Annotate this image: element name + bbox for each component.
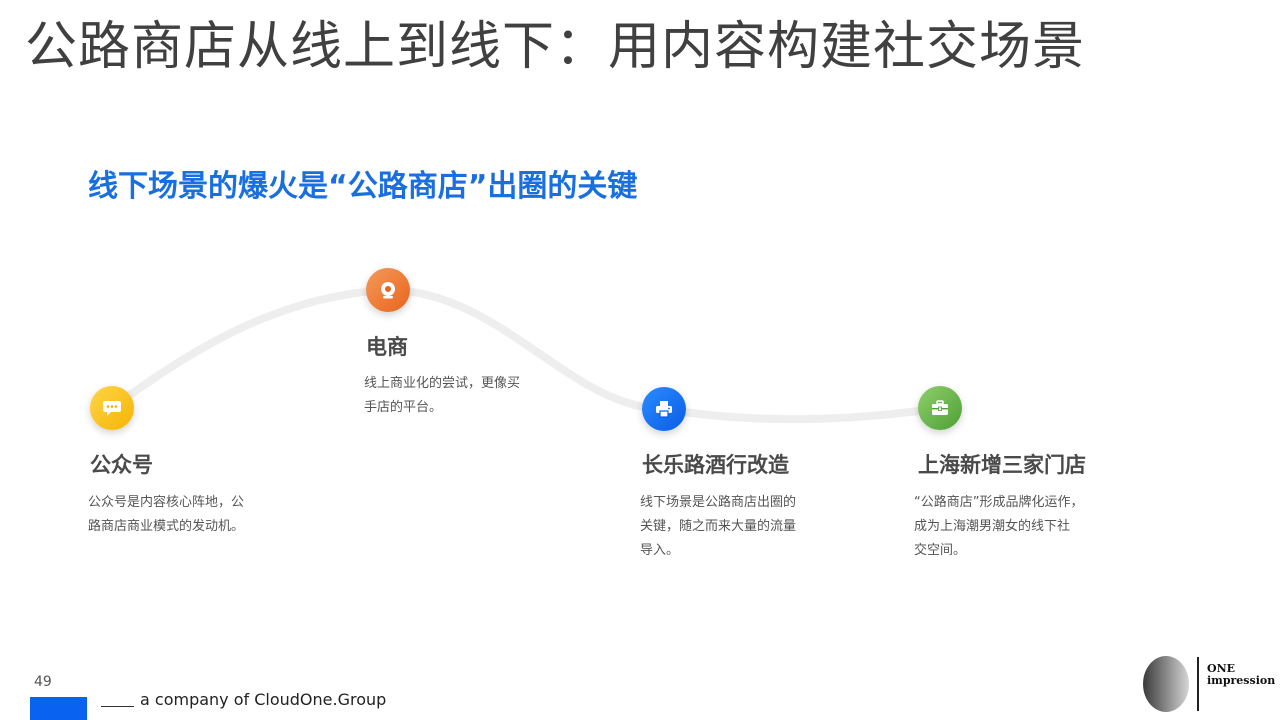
timeline-node-dianshang: [366, 268, 410, 312]
step-desc-changlelu: 线下场景是公路商店出圈的 关键，随之而来大量的流量 导入。: [640, 495, 797, 558]
logo-divider: [1197, 657, 1199, 711]
chat-bubble-icon: [103, 401, 121, 416]
timeline-node-gongzhonghao: [90, 386, 134, 430]
section-subtitle: 线下场景的爆火是“公路商店”出圈的关键: [88, 169, 638, 204]
step-title-changlelu: 长乐路酒行改造: [642, 453, 789, 477]
step-title-gongzhonghao: 公众号: [90, 453, 153, 477]
company-tagline: a company of CloudOne.Group: [140, 690, 387, 709]
step-desc-dianshang: 线上商业化的尝试，更像买 手店的平台。: [364, 376, 521, 415]
page-number: 49: [34, 674, 52, 690]
toolbox-icon: [932, 400, 948, 415]
timeline-node-changlelu: [642, 387, 686, 431]
printer-icon: [656, 401, 672, 418]
step-title-shanghai-stores: 上海新增三家门店: [918, 453, 1086, 477]
logo-wordmark: ONE impression: [1207, 662, 1276, 687]
one-impression-logo-icon: [1143, 656, 1189, 712]
step-title-dianshang: 电商: [366, 335, 408, 359]
webcam-icon: [381, 282, 395, 299]
timeline-node-shanghai-stores: [918, 386, 962, 430]
step-desc-gongzhonghao: 公众号是内容核心阵地，公 路商店商业模式的发动机。: [88, 495, 245, 534]
brand-color-block: [30, 697, 87, 720]
footer-dash: [101, 706, 134, 707]
step-desc-shanghai-stores: “公路商店”形成品牌化运作， 成为上海潮男潮女的线下社 交空间。: [914, 495, 1084, 558]
page-title: 公路商店从线上到线下：用内容构建社交场景: [25, 17, 1086, 77]
